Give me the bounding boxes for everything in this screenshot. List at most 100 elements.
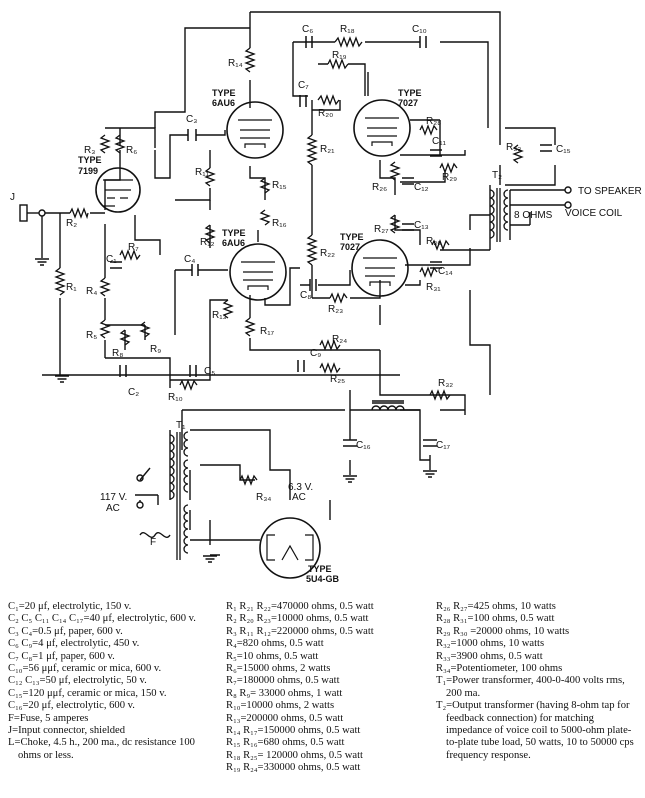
label-c17: C₁₇: [436, 440, 451, 451]
t2-transformer: [489, 188, 509, 242]
r14-resistor: [244, 47, 256, 73]
fuse: [139, 532, 171, 538]
speaker-terminals: [564, 186, 572, 209]
part-entry: C₁₆=20 μf, electrolytic, 600 v.: [8, 700, 135, 712]
c7-capacitor: [299, 95, 307, 107]
label-r24: R₂₄: [332, 334, 347, 345]
label-c16: C₁₆: [356, 440, 371, 451]
label-r7: R₇: [128, 242, 139, 253]
part-entry: R₃₄=Potentiometer, 100 ohms: [436, 663, 563, 675]
capacitors: [110, 36, 552, 447]
label-r32: R₃₂: [438, 378, 453, 389]
ground-icon: [342, 475, 358, 483]
c4-capacitor: [191, 264, 199, 276]
r26-resistor: [389, 161, 401, 181]
part-entry: C₃ C₄=0.5 μf, paper, 600 v.: [8, 625, 123, 637]
part-entry: R₁₀=10000 ohms, 2 watts: [226, 700, 335, 712]
part-entry: R₂₉ R₃₀ =20000 ohms, 10 watts: [436, 625, 570, 637]
label-6-3v: 6.3 V.: [288, 482, 313, 493]
label-j: J: [10, 192, 15, 203]
label-r5: R₅: [86, 330, 97, 341]
label-r21: R₂₁: [320, 144, 335, 155]
c10-capacitor: [419, 36, 427, 48]
label-r27: R₂₇: [374, 224, 389, 235]
tube-7027-upper: [353, 99, 411, 157]
c6-capacitor: [305, 36, 313, 48]
tube-5u4-type: TYPE: [308, 564, 332, 574]
label-c13: C₁₃: [414, 220, 429, 231]
resistors: [54, 36, 524, 486]
label-r33: R₃₃: [506, 142, 521, 153]
r25-resistor: [319, 362, 341, 374]
label-r22: R₂₂: [320, 248, 335, 259]
c1-capacitor: [110, 261, 122, 269]
tube-7199-type: TYPE: [78, 155, 102, 165]
c16-capacitor: [343, 439, 357, 447]
c2-capacitor: [119, 365, 127, 377]
tube-7027-upper-type: TYPE: [398, 88, 422, 98]
r30-resistor: [431, 239, 450, 251]
part-entry: R₁ R₂₁ R₂₂=470000 ohms, 0.5 watt: [226, 601, 374, 612]
part-entry: T₂=Output transformer (having 8-ohm tap …: [436, 700, 637, 761]
c12-capacitor: [402, 177, 414, 185]
label-r20: R₂₀: [318, 108, 333, 119]
part-entry: J=Input connector, shielded: [8, 725, 126, 737]
label-c11: C₁₁: [432, 136, 447, 147]
label-c2: C₂: [128, 387, 139, 398]
label-r10: R₁₀: [168, 392, 183, 403]
r11-resistor: [204, 167, 216, 187]
label-r23: R₂₃: [328, 304, 343, 315]
label-8-ohms: 8 OHMS: [514, 210, 553, 221]
r1-resistor: [54, 267, 66, 296]
label-r13: R₁₃: [212, 310, 227, 321]
label-r16: R₁₆: [272, 218, 287, 229]
tube-5u4-name: 5U4-GB: [306, 574, 340, 584]
part-entry: C₁₀=56 μμf, ceramic or mica, 600 v.: [8, 663, 162, 675]
c9-capacitor: [297, 360, 305, 372]
r24-resistor: [319, 339, 341, 351]
r34-resistor: [239, 474, 258, 486]
r23-resistor: [329, 292, 348, 304]
label-r3: R₃: [84, 145, 95, 156]
r31-resistor: [419, 266, 438, 278]
label-r15: R₁₅: [272, 180, 287, 191]
r33-resistor: [512, 144, 524, 164]
label-c8: C₈: [300, 290, 311, 301]
r17-resistor: [244, 317, 256, 337]
label-c12: C₁₂: [414, 182, 429, 193]
label-c10: C₁₀: [412, 24, 427, 35]
tube-7199-name: 7199: [78, 166, 98, 176]
label-c3: C₃: [186, 114, 197, 125]
input-jack: [19, 204, 46, 222]
part-entry: R₆=15000 ohms, 2 watts: [226, 663, 331, 675]
r20-resistor: [317, 94, 340, 106]
label-r28: R₂₈: [426, 116, 441, 127]
parts-list-resistors: R₁ R₂₁ R₂₂=470000 ohms, 0.5 watt R₂ R₂₀ …: [226, 601, 434, 775]
r15-resistor: [259, 177, 271, 194]
ground-icon: [422, 470, 438, 478]
part-entry: R₁₄ R₁₇=150000 ohms, 0.5 watt: [226, 725, 361, 737]
part-entry: R₂₆ R₂₇=425 ohms, 10 watts: [436, 601, 556, 612]
tube-6au6-upper-type: TYPE: [212, 88, 236, 98]
t1-transformer: [169, 431, 189, 560]
tube-5u4gb: [259, 517, 321, 579]
r27-resistor: [389, 214, 401, 234]
r16-resistor: [259, 209, 271, 226]
tube-6au6-upper: [226, 101, 284, 159]
tubes: [95, 99, 411, 579]
tube-7027-upper-name: 7027: [398, 98, 418, 108]
part-entry: R₁₃=200000 ohms, 0.5 watt: [226, 712, 344, 724]
schematic-labels: J R₂ R₁ R₃ R₆ TYPE 7199 R₇ C₁ R₄ R₅ R₈ R…: [10, 24, 642, 584]
tube-7027-lower-name: 7027: [340, 242, 360, 252]
ground-icon: [34, 258, 50, 266]
label-r11: R₁₁: [195, 167, 210, 178]
label-c1: C₁: [106, 254, 117, 265]
part-entry: C₁₂ C₁₃=50 μf, electrolytic, 50 v.: [8, 675, 147, 687]
label-r34: R₃₄: [256, 492, 271, 503]
part-entry: R₁₅ R₁₆=680 ohms, 0.5 watt: [226, 737, 345, 749]
tube-7027-lower-type: TYPE: [340, 232, 364, 242]
label-r9: R₉: [150, 344, 161, 355]
c3-capacitor: [187, 129, 197, 141]
label-r29: R₂₉: [442, 172, 457, 183]
part-entry: T₁=Power transformer, 400-0-400 volts rm…: [436, 675, 628, 699]
